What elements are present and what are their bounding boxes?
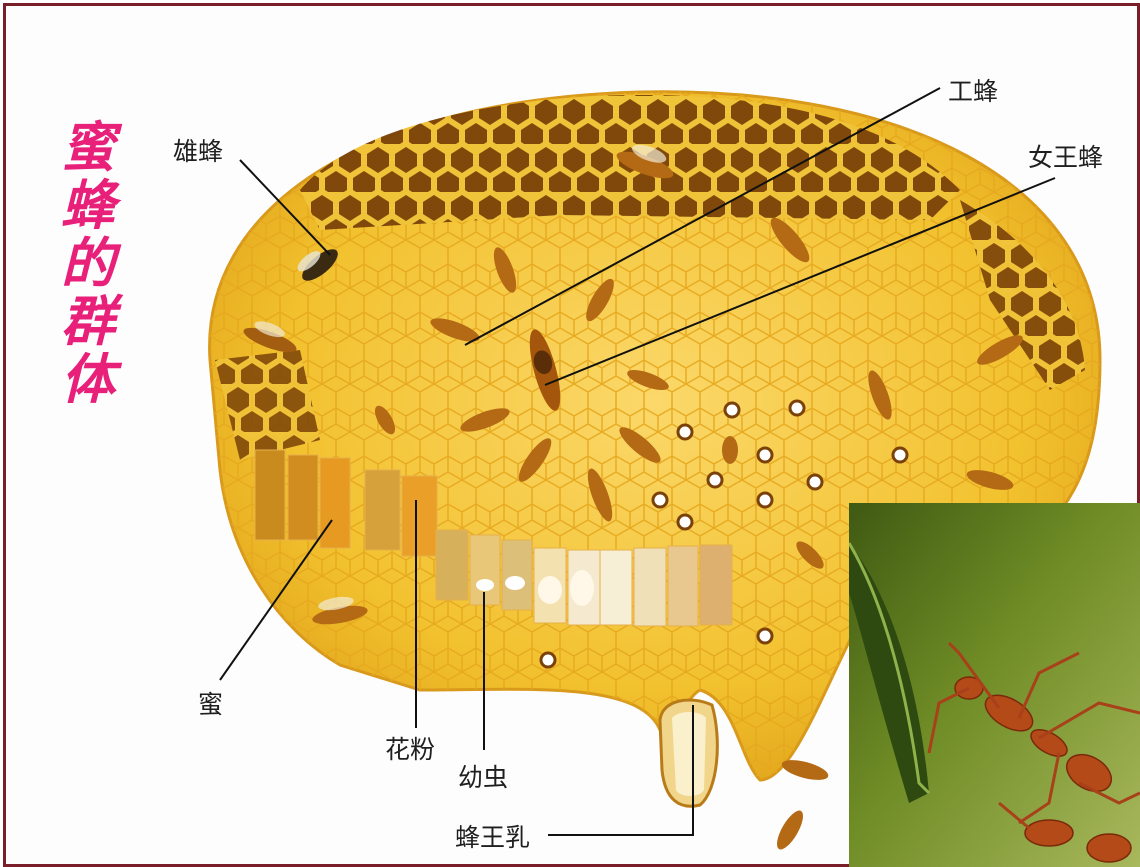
- label-worker: 工蜂: [948, 72, 998, 108]
- title-char: 蜂: [58, 176, 118, 234]
- diagram-title: 蜜 蜂 的 群 体: [58, 118, 118, 408]
- title-char: 蜜: [58, 118, 118, 176]
- title-char: 的: [58, 234, 118, 292]
- title-char: 体: [58, 350, 118, 408]
- label-pollen: 花粉: [385, 730, 435, 766]
- label-larva: 幼虫: [458, 758, 508, 794]
- label-queen: 女王蜂: [1028, 138, 1103, 174]
- title-char: 群: [58, 292, 118, 350]
- label-honey: 蜜: [198, 685, 223, 721]
- ant-photo: [849, 503, 1140, 867]
- queen-cell: [660, 700, 717, 806]
- label-drone: 雄蜂: [173, 132, 223, 168]
- label-royal-jelly: 蜂王乳: [455, 818, 530, 854]
